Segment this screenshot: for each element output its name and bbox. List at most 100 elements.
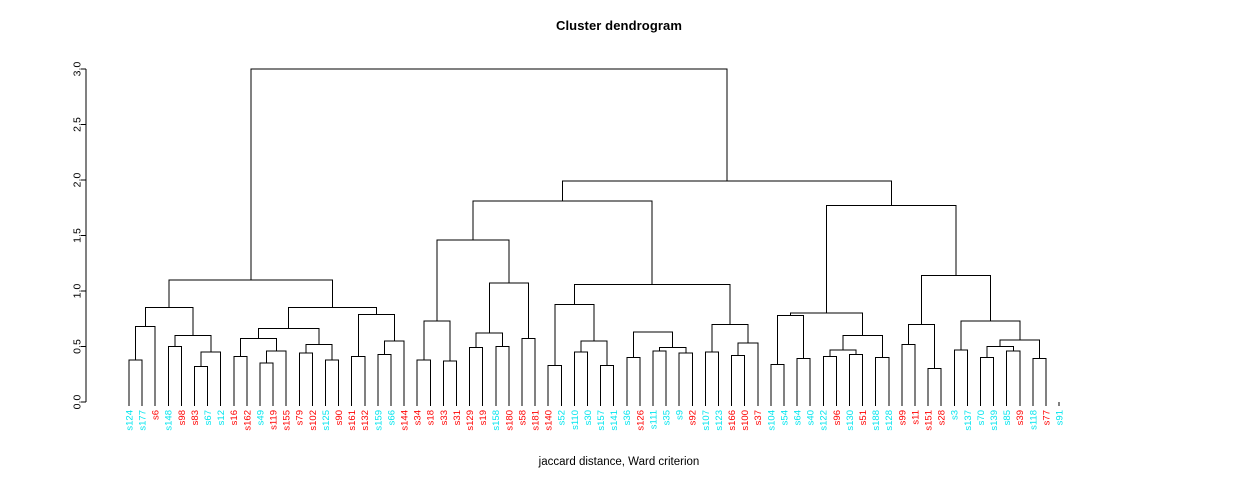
dendrogram-link — [790, 312, 864, 336]
y-axis-tick-label: 0.5 — [72, 339, 84, 354]
dendrogram-link — [135, 326, 156, 402]
y-axis-tick-label: 2.5 — [72, 117, 84, 132]
dendrogram-link — [1006, 350, 1021, 402]
dendrogram-link — [167, 346, 182, 402]
dendrogram-link — [960, 320, 1021, 350]
leaf-label: s188 — [871, 410, 882, 431]
dendrogram-link — [704, 351, 719, 402]
dendrogram-link — [632, 331, 674, 358]
dendrogram-link — [383, 340, 405, 402]
leaf-label: s58 — [517, 410, 528, 425]
leaf-label: s99 — [897, 410, 908, 425]
dendrogram-link — [521, 338, 536, 402]
dendrogram-link — [907, 323, 936, 369]
leaf-label: s166 — [727, 410, 738, 431]
dendrogram-link — [442, 360, 457, 402]
leaf-label: s37 — [753, 410, 764, 425]
leaf-label: s157 — [596, 410, 607, 431]
dendrogram-link — [423, 320, 451, 361]
dendrogram-link — [469, 347, 484, 402]
y-axis-tick-label: 1.5 — [72, 228, 84, 243]
dendrogram-link — [298, 352, 313, 402]
dendrogram-link — [711, 323, 749, 353]
dendrogram-link — [927, 368, 942, 402]
dendrogram-link — [953, 349, 968, 402]
leaf-label: s125 — [321, 410, 332, 431]
leaf-label: s181 — [531, 410, 542, 431]
dendrogram-link — [921, 274, 991, 325]
leaf-label: s96 — [832, 410, 843, 425]
x-axis-label: jaccard distance, Ward criterion — [538, 456, 700, 468]
dendrogram-link — [257, 328, 320, 345]
dendrogram-link — [980, 357, 995, 402]
dendrogram-link — [288, 307, 377, 329]
dendrogram-link — [416, 359, 431, 402]
dendrogram-link — [796, 358, 811, 402]
leaf-label: s158 — [491, 410, 502, 431]
dendrogram-link — [776, 314, 805, 365]
leaf-label: s90 — [334, 410, 345, 425]
leaf-label: s137 — [963, 410, 974, 431]
leaf-label: s128 — [884, 410, 895, 431]
leaf-label: s130 — [845, 410, 856, 431]
leaf-label: s31 — [452, 410, 463, 425]
leaf-label: s51 — [858, 410, 869, 425]
y-axis-tick-label: 0.0 — [72, 395, 84, 410]
dendrogram-link — [128, 359, 143, 402]
dendrogram-link — [849, 353, 864, 402]
leaf-label: s118 — [1028, 410, 1039, 430]
leaf-label: s132 — [360, 410, 371, 431]
leaf-label: s122 — [819, 410, 830, 431]
leaf-label: s111 — [648, 410, 659, 429]
leaf-label: s49 — [255, 410, 266, 425]
dendrogram-link — [826, 205, 957, 314]
dendrogram-link — [266, 350, 287, 402]
dendrogram-link — [737, 342, 759, 402]
leaf-label: s100 — [740, 410, 751, 431]
leaf-label: s19 — [478, 410, 489, 425]
leaf-label: s126 — [635, 410, 646, 431]
dendrogram-link — [259, 362, 274, 402]
y-axis-tick-label: 3.0 — [72, 62, 84, 77]
leaf-label: s123 — [714, 410, 725, 431]
leaf-label: s161 — [347, 410, 358, 431]
leaf-label: s28 — [937, 410, 948, 425]
dendrogram-link — [233, 355, 248, 402]
leaf-label: s36 — [622, 410, 633, 425]
dendrogram-link — [488, 282, 530, 339]
y-axis-tick-label: 1.0 — [72, 284, 84, 299]
leaf-label: s141 — [609, 410, 620, 431]
dendrogram-link — [472, 200, 653, 285]
leaf-label: s144 — [400, 410, 411, 431]
dendrogram-link — [678, 352, 693, 402]
dendrogram-link — [600, 364, 615, 402]
leaf-label: s9 — [675, 410, 686, 420]
leaf-label: s91 — [1055, 410, 1066, 425]
leaf-label: s129 — [465, 410, 476, 431]
dendrogram-link — [573, 283, 731, 325]
leaf-label: s67 — [203, 410, 214, 425]
leaf-label: s177 — [138, 410, 149, 431]
leaf-label: s92 — [688, 410, 699, 425]
leaf-label: s159 — [373, 410, 384, 431]
dendrogram-link — [580, 340, 608, 366]
dendrogram-link — [1032, 358, 1047, 402]
dendrogram-link — [659, 347, 687, 354]
leaf-label: s34 — [413, 410, 424, 425]
y-axis-tick-label: 2.0 — [72, 173, 84, 188]
leaf-label: s85 — [1002, 410, 1013, 425]
leaf-label: s140 — [544, 410, 555, 431]
dendrogram-link — [250, 68, 728, 280]
page-title: Cluster dendrogram — [555, 18, 683, 33]
leaf-label: s104 — [766, 410, 777, 431]
leaf-label: s12 — [216, 410, 227, 425]
dendrogram-link — [875, 357, 890, 402]
dendrogram-link — [652, 350, 667, 402]
leaf-label: s139 — [989, 410, 1000, 431]
dendrogram-link — [174, 334, 212, 353]
leaf-label: s151 — [924, 410, 935, 431]
dendrogram-link — [357, 313, 395, 357]
leaf-label: s35 — [662, 410, 673, 425]
